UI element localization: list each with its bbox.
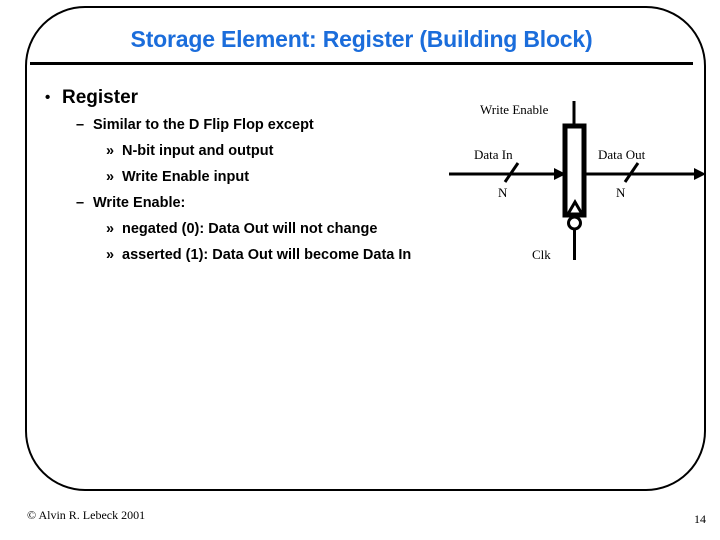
diagram-label-data-out: Data Out <box>598 147 646 162</box>
bullet-text-negated: negated (0): Data Out will not change <box>122 221 378 237</box>
bullet-list: • Register – Similar to the D Flip Flop … <box>40 86 470 268</box>
bullet-text-write-enable: Write Enable: <box>93 195 186 211</box>
bullet-item-asserted: » asserted (1): Data Out will become Dat… <box>40 242 470 268</box>
bullet-marker-guillemet: » <box>106 221 115 237</box>
bullet-text-write-enable-input: Write Enable input <box>122 169 250 185</box>
clock-inversion-bubble-icon <box>567 215 582 231</box>
diagram-label-write-enable: Write Enable <box>480 102 549 117</box>
diagram-label-clk: Clk <box>532 247 551 262</box>
bullet-text-similar: Similar to the D Flip Flop except <box>93 117 314 133</box>
diagram-label-data-in: Data In <box>474 147 513 162</box>
bullet-marker-dash: – <box>76 117 85 133</box>
data-in-arrowhead <box>554 168 566 180</box>
page-title: Storage Element: Register (Building Bloc… <box>130 26 593 52</box>
footer-page-number: 14 <box>694 512 706 526</box>
bullet-item-register: • Register <box>40 86 470 110</box>
data-out-bus-slash <box>623 162 640 183</box>
data-in-bus-slash <box>503 162 520 183</box>
bullet-marker-guillemet: » <box>106 247 115 263</box>
bullet-item-write-enable: – Write Enable: <box>40 190 470 216</box>
bullet-marker-guillemet: » <box>106 169 115 185</box>
title-divider <box>30 62 693 65</box>
data-out-arrowhead <box>694 168 706 180</box>
footer-copyright: © Alvin R. Lebeck 2001 <box>27 508 146 522</box>
bullet-marker-guillemet: » <box>106 143 115 159</box>
bullet-item-nbit: » N-bit input and output <box>40 138 470 164</box>
bullet-item-similar: – Similar to the D Flip Flop except <box>40 112 470 138</box>
clock-edge-triangle-icon <box>566 199 584 215</box>
bullet-marker-dash: – <box>76 195 85 211</box>
bullet-text-nbit: N-bit input and output <box>122 143 274 159</box>
diagram-label-width-in: N <box>498 185 508 200</box>
bullet-item-negated: » negated (0): Data Out will not change <box>40 216 470 242</box>
register-box <box>562 123 587 218</box>
bullet-text-register: Register <box>62 87 139 108</box>
bullet-text-asserted: asserted (1): Data Out will become Data … <box>122 247 412 263</box>
bullet-marker-dot: • <box>45 89 51 106</box>
bullet-item-write-enable-input: » Write Enable input <box>40 164 470 190</box>
register-block-diagram: Write Enable Data In N Data Out N Clk <box>448 92 710 272</box>
diagram-label-width-out: N <box>616 185 626 200</box>
